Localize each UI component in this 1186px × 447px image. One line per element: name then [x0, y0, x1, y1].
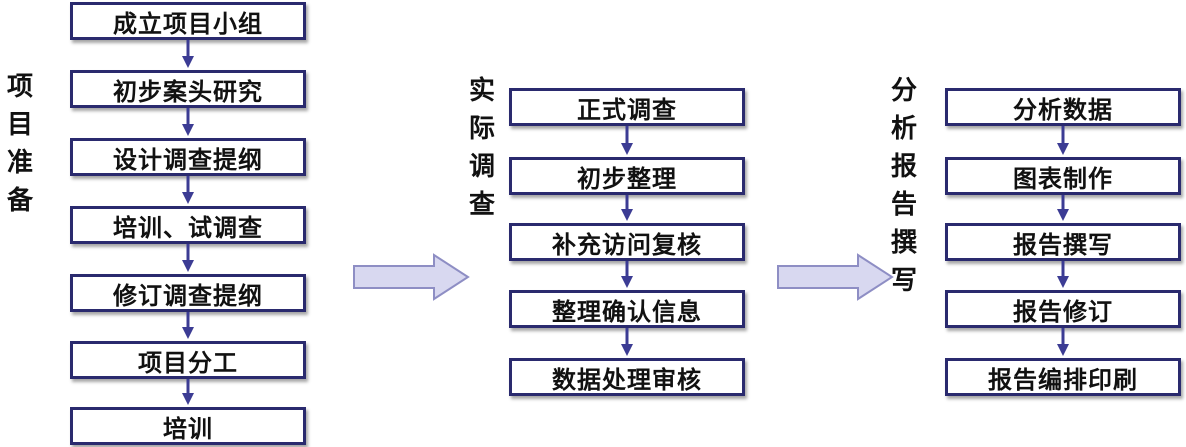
step-desk-research: 初步案头研究	[70, 70, 306, 108]
step-write-report: 报告撰写	[945, 223, 1181, 261]
step-analyze-data: 分析数据	[945, 88, 1181, 126]
step-form-team: 成立项目小组	[70, 2, 306, 40]
step-assign-tasks: 项目分工	[70, 341, 306, 379]
phase-title-prepare: 项目准备	[6, 72, 33, 216]
step-make-charts: 图表制作	[945, 157, 1181, 195]
step-design-outline: 设计调查提纲	[70, 138, 306, 176]
phase-title-survey: 实际调查	[468, 76, 495, 220]
step-training-pilot: 培训、试调查	[70, 206, 306, 244]
phase-transition-arrow-1	[353, 253, 470, 301]
step-followup-review: 补充访问复核	[509, 223, 745, 261]
step-layout-print: 报告编排印刷	[945, 358, 1181, 396]
step-organize-confirm: 整理确认信息	[509, 290, 745, 328]
phase-transition-arrow-2	[777, 253, 894, 301]
step-initial-sort: 初步整理	[509, 157, 745, 195]
phase-title-report: 分析报告撰写	[890, 76, 917, 296]
step-training: 培训	[70, 407, 306, 445]
step-data-processing: 数据处理审核	[509, 358, 745, 396]
step-formal-survey: 正式调查	[509, 88, 745, 126]
step-revise-outline: 修订调查提纲	[70, 274, 306, 312]
step-revise-report: 报告修订	[945, 290, 1181, 328]
